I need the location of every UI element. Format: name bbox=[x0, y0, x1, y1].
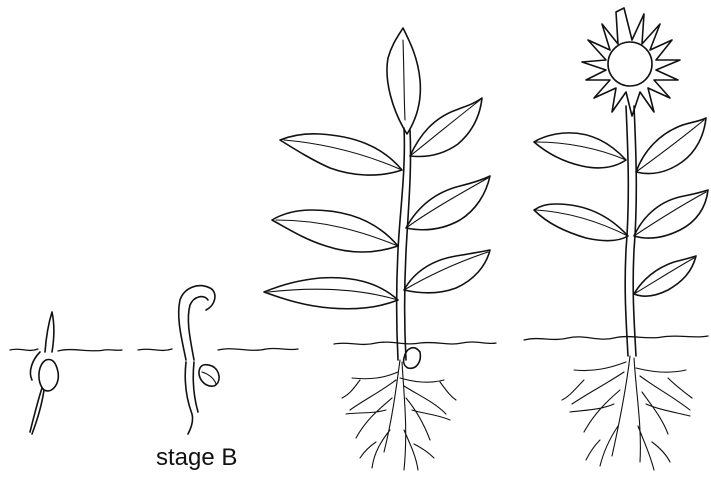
stage-b-seedling bbox=[138, 286, 298, 434]
stage-c-stem bbox=[397, 128, 411, 360]
stage-d-leaf-left-2 bbox=[534, 204, 628, 241]
stage-a-soil-line bbox=[10, 349, 122, 351]
stage-b-root bbox=[185, 362, 198, 434]
stage-c-leaf-left-3 bbox=[264, 278, 398, 309]
stage-c-soil-line bbox=[334, 342, 496, 344]
stage-a-seedling bbox=[10, 312, 122, 434]
stage-c-leaf-left-1 bbox=[280, 134, 402, 175]
stage-d-plant bbox=[524, 8, 708, 470]
stage-b-hook-stem-inner bbox=[188, 297, 208, 360]
stage-b-soil-line bbox=[138, 348, 298, 350]
stage-d-flower-center bbox=[608, 42, 652, 86]
stage-d-petals bbox=[582, 8, 680, 116]
stage-c-plant bbox=[264, 28, 496, 470]
stage-b-seed-fold bbox=[202, 372, 216, 384]
stage-d-flower bbox=[582, 8, 680, 116]
stage-c-leaf-right-3 bbox=[404, 250, 490, 293]
stage-c-roots bbox=[342, 360, 456, 470]
stage-a-shoot bbox=[45, 312, 54, 352]
stage-c-leaf-left-2 bbox=[272, 210, 398, 252]
stage-b-caption: stage B bbox=[156, 444, 237, 472]
stage-a-root bbox=[30, 388, 44, 434]
stage-d-roots bbox=[562, 356, 692, 470]
stage-d-soil-line bbox=[524, 336, 708, 340]
stage-d-stem bbox=[625, 106, 636, 356]
stage-a-seed bbox=[39, 360, 58, 391]
stage-d-leaf-left-1 bbox=[534, 133, 626, 168]
